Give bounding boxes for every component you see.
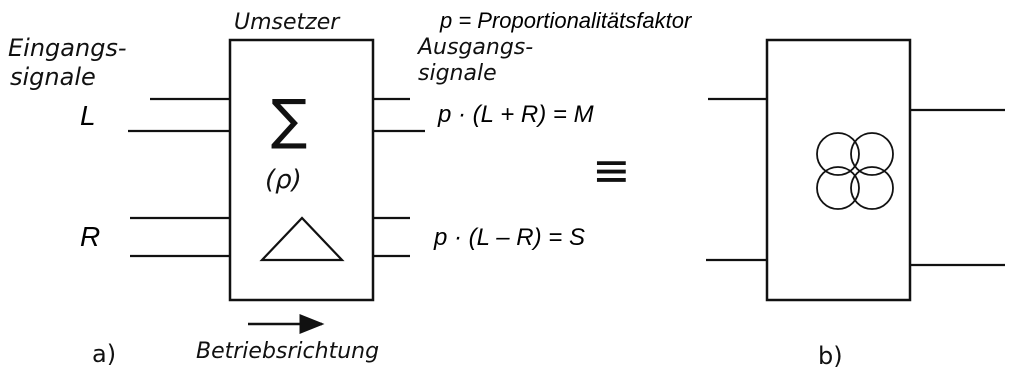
converter-diagram-a: Umsetzer Eingangs- signale L R ∑ (ρ) Aus… <box>8 10 594 368</box>
sum-symbol: ∑ <box>271 88 307 151</box>
equivalence-symbol: ≡ <box>592 143 631 197</box>
panel-label-b: b) <box>818 342 843 370</box>
outputs-label-line2: signale <box>418 61 497 86</box>
inputs-label-line2: signale <box>10 63 96 91</box>
converter-title: Umsetzer <box>234 10 341 35</box>
output-s-formula: p · (L – R) = S <box>433 224 585 251</box>
inputs-label-line1: Eingangs- <box>8 34 127 62</box>
input-r-label: R <box>80 221 100 252</box>
direction-label: Betriebsrichtung <box>196 339 379 364</box>
converter-box <box>228 38 375 302</box>
difference-triangle-icon <box>259 216 345 262</box>
input-l-label: L <box>80 100 96 131</box>
converter-diagram-b: b) <box>706 38 1005 370</box>
panel-label-a: a) <box>92 340 116 368</box>
outputs-label-line1: Ausgangs- <box>416 35 533 60</box>
matrix-box <box>765 38 912 302</box>
proportionality-factor: (ρ) <box>265 165 302 195</box>
output-m-formula: p · (L + R) = M <box>437 101 594 128</box>
four-circle-matrix-icon <box>816 132 894 210</box>
proportionality-note: p = Proportionalitätsfaktor <box>439 8 693 33</box>
